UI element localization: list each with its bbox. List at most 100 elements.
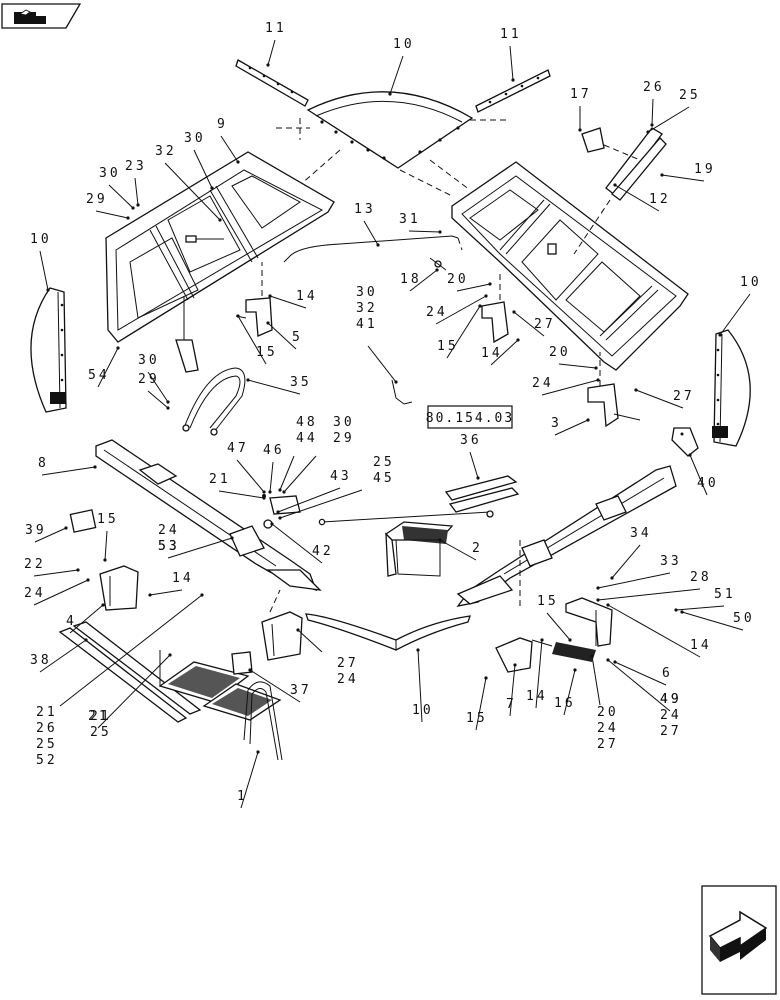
callout-number: 30 — [333, 415, 355, 430]
callout-c30b[interactable]: 30 — [184, 131, 214, 190]
callout-c13[interactable]: 13 — [354, 202, 380, 247]
callout-c31[interactable]: 31 — [399, 212, 442, 234]
callout-c20b[interactable]: 20 — [549, 345, 598, 370]
callout-c30c[interactable]: 30 — [138, 353, 170, 404]
callout-c15e[interactable]: 15 — [466, 676, 488, 731]
callout-c14e[interactable]: 14 — [606, 603, 711, 658]
callout-c12[interactable]: 12 — [613, 183, 670, 212]
trim-strip-right — [475, 69, 551, 113]
callout-c14d[interactable]: 14 — [526, 638, 548, 709]
callout-number: 25 — [90, 725, 112, 740]
callout-c15b[interactable]: 15 — [437, 304, 482, 359]
callout-c18[interactable]: 18 — [400, 268, 439, 292]
callout-dot — [278, 488, 282, 492]
callout-dot — [568, 638, 572, 642]
callout-c21b[interactable]: 21 — [88, 653, 172, 729]
callout-c42[interactable]: 42 — [270, 522, 333, 564]
callout-c34[interactable]: 34 — [610, 526, 651, 580]
callout-c46[interactable]: 46 — [263, 443, 285, 494]
hand-pointing-left-icon[interactable] — [1, 3, 82, 29]
callout-leader — [417, 649, 423, 723]
callout-c7[interactable]: 7 — [506, 663, 517, 717]
callout-c47[interactable]: 47 — [227, 441, 266, 494]
callout-c53[interactable]: 53 — [158, 536, 234, 559]
callout-c25[interactable]: 25 — [646, 88, 700, 134]
callout-dot — [590, 654, 594, 658]
callout-c24c[interactable]: 24 — [24, 578, 90, 606]
callout-c17[interactable]: 17 — [570, 87, 592, 132]
callout-c43[interactable]: 43 — [276, 469, 351, 514]
callout-c6[interactable]: 6 — [613, 660, 672, 686]
callout-c10d[interactable]: 10 — [412, 648, 434, 723]
callout-c1[interactable]: 1 — [237, 750, 260, 809]
callout-c29a[interactable]: 29 — [86, 192, 130, 220]
callout-number: 15 — [256, 345, 278, 360]
callout-c14c[interactable]: 14 — [148, 571, 193, 597]
callout-c38[interactable]: 38 — [30, 638, 88, 673]
callout-leader — [69, 604, 104, 634]
forward-arrow-icon[interactable] — [701, 885, 777, 995]
callout-c16[interactable]: 16 — [554, 668, 577, 716]
callout-c33[interactable]: 33 — [596, 554, 681, 590]
callout-c2[interactable]: 2 — [438, 538, 483, 561]
callout-c3[interactable]: 3 — [551, 416, 590, 436]
callout-c30a[interactable]: 30 — [99, 166, 135, 210]
callout-c5[interactable]: 5 — [266, 321, 302, 350]
callout-c15c[interactable]: 15 — [97, 512, 119, 562]
callout-c26[interactable]: 26 — [643, 80, 665, 127]
callout-c15a[interactable]: 15 — [236, 314, 278, 365]
callout-c54[interactable]: 54 — [88, 346, 120, 388]
callout-c50[interactable]: 50 — [680, 610, 754, 631]
callout-c36[interactable]: 36 — [460, 433, 482, 480]
callout-dot — [606, 603, 610, 607]
callout-dot — [596, 378, 600, 382]
callout-c27b[interactable]: 27 — [634, 388, 694, 409]
callout-c29b[interactable]: 29 — [138, 372, 170, 410]
callout-c14b[interactable]: 14 — [481, 338, 520, 366]
callout-number: 11 — [500, 27, 522, 42]
callout-c11a[interactable]: 11 — [265, 21, 287, 67]
callout-c32[interactable]: 32 — [155, 144, 222, 222]
callout-c10c[interactable]: 10 — [718, 275, 761, 337]
callout-c24a[interactable]: 24 — [426, 294, 488, 325]
callout-c49[interactable]: 49 — [606, 658, 681, 712]
callout-leader — [647, 106, 690, 133]
callout-c14a[interactable]: 14 — [268, 289, 317, 309]
callout-c35[interactable]: 35 — [246, 375, 311, 395]
callout-c4[interactable]: 4 — [66, 603, 105, 634]
callout-c19[interactable]: 19 — [660, 162, 715, 182]
callout-c39[interactable]: 39 — [25, 523, 68, 543]
callout-dot — [488, 282, 492, 286]
callout-dot — [516, 338, 520, 342]
callout-number: 2 — [472, 541, 483, 556]
callout-c51[interactable]: 51 — [674, 587, 735, 612]
callout-c11b[interactable]: 11 — [500, 27, 522, 82]
callout-c40[interactable]: 40 — [688, 453, 718, 496]
callout-c10a[interactable]: 10 — [388, 37, 414, 96]
reference-callout[interactable]: 80.154.03 — [426, 405, 514, 429]
callout-c22[interactable]: 22 — [24, 557, 80, 577]
callout-c9[interactable]: 9 — [217, 117, 240, 164]
callout-c15d[interactable]: 15 — [537, 594, 572, 642]
callout-c37[interactable]: 37 — [248, 668, 311, 703]
callout-c27a[interactable]: 27 — [512, 310, 555, 337]
callout-c8[interactable]: 8 — [38, 456, 97, 476]
callout-c24b[interactable]: 24 — [532, 376, 600, 396]
left-side-panel — [30, 287, 67, 413]
callout-c21a[interactable]: 21 — [209, 472, 266, 500]
callout-c10b[interactable]: 10 — [30, 232, 52, 292]
callout-c28[interactable]: 28 — [596, 570, 711, 602]
callout-c23[interactable]: 23 — [125, 159, 147, 207]
callout-c20a[interactable]: 20 — [447, 272, 492, 292]
callout-dot — [166, 400, 170, 404]
